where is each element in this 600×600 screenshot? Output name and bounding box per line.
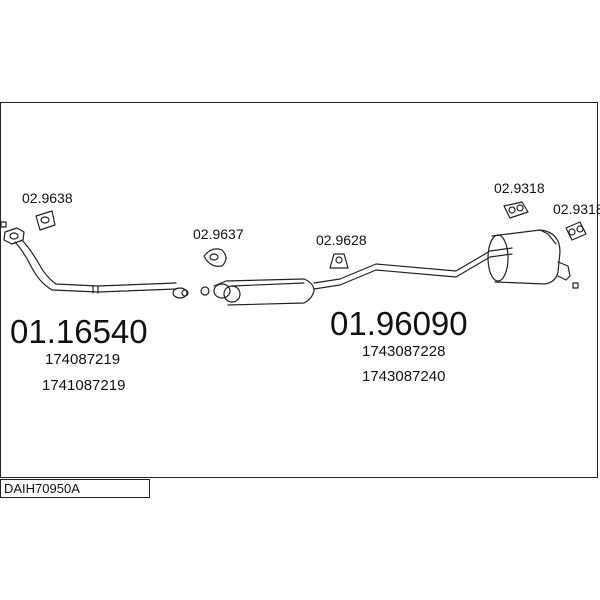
- clamp-front-label: 02.9638: [22, 190, 73, 206]
- front-pipe-ref-1: 174087219: [45, 351, 121, 368]
- diagram-frame: [0, 102, 598, 478]
- diagram-code-box: DAIH70950A: [0, 479, 150, 498]
- clamp-mid-label: 02.9628: [316, 232, 367, 248]
- middle-silencer-icon: [213, 278, 315, 306]
- clamp-mid-front-label: 02.9637: [193, 226, 244, 242]
- diagram-code: DAIH70950A: [4, 481, 80, 496]
- end-marker-left: [0, 221, 7, 228]
- connecting-pipe-icon: [313, 247, 513, 290]
- front-pipe-ref-2: 1741087219: [42, 377, 126, 394]
- rear-system-part-number: 01.96090: [330, 305, 468, 342]
- rear-system-ref-1: 1743087228: [362, 343, 446, 360]
- clamp-02-9637-icon: [203, 248, 227, 267]
- clamp-02-9638-icon: [35, 210, 56, 231]
- clamp-02-9628-icon: [329, 253, 349, 269]
- joint-ring-icon: [200, 286, 210, 296]
- clamp-rear-top-label: 02.9318: [494, 180, 545, 196]
- rear-system-ref-2: 1743087240: [362, 368, 446, 385]
- end-marker-right: [572, 282, 579, 289]
- clamp-02-9318-top-icon: [503, 201, 529, 219]
- front-flange-icon: [3, 227, 25, 245]
- rear-silencer-icon: [487, 229, 571, 285]
- clamp-02-9318-right-icon: [565, 221, 587, 241]
- front-pipe-part-number: 01.16540: [10, 313, 148, 350]
- clamp-rear-right-label: 02.9318: [553, 201, 600, 217]
- front-pipe-icon: [14, 239, 189, 299]
